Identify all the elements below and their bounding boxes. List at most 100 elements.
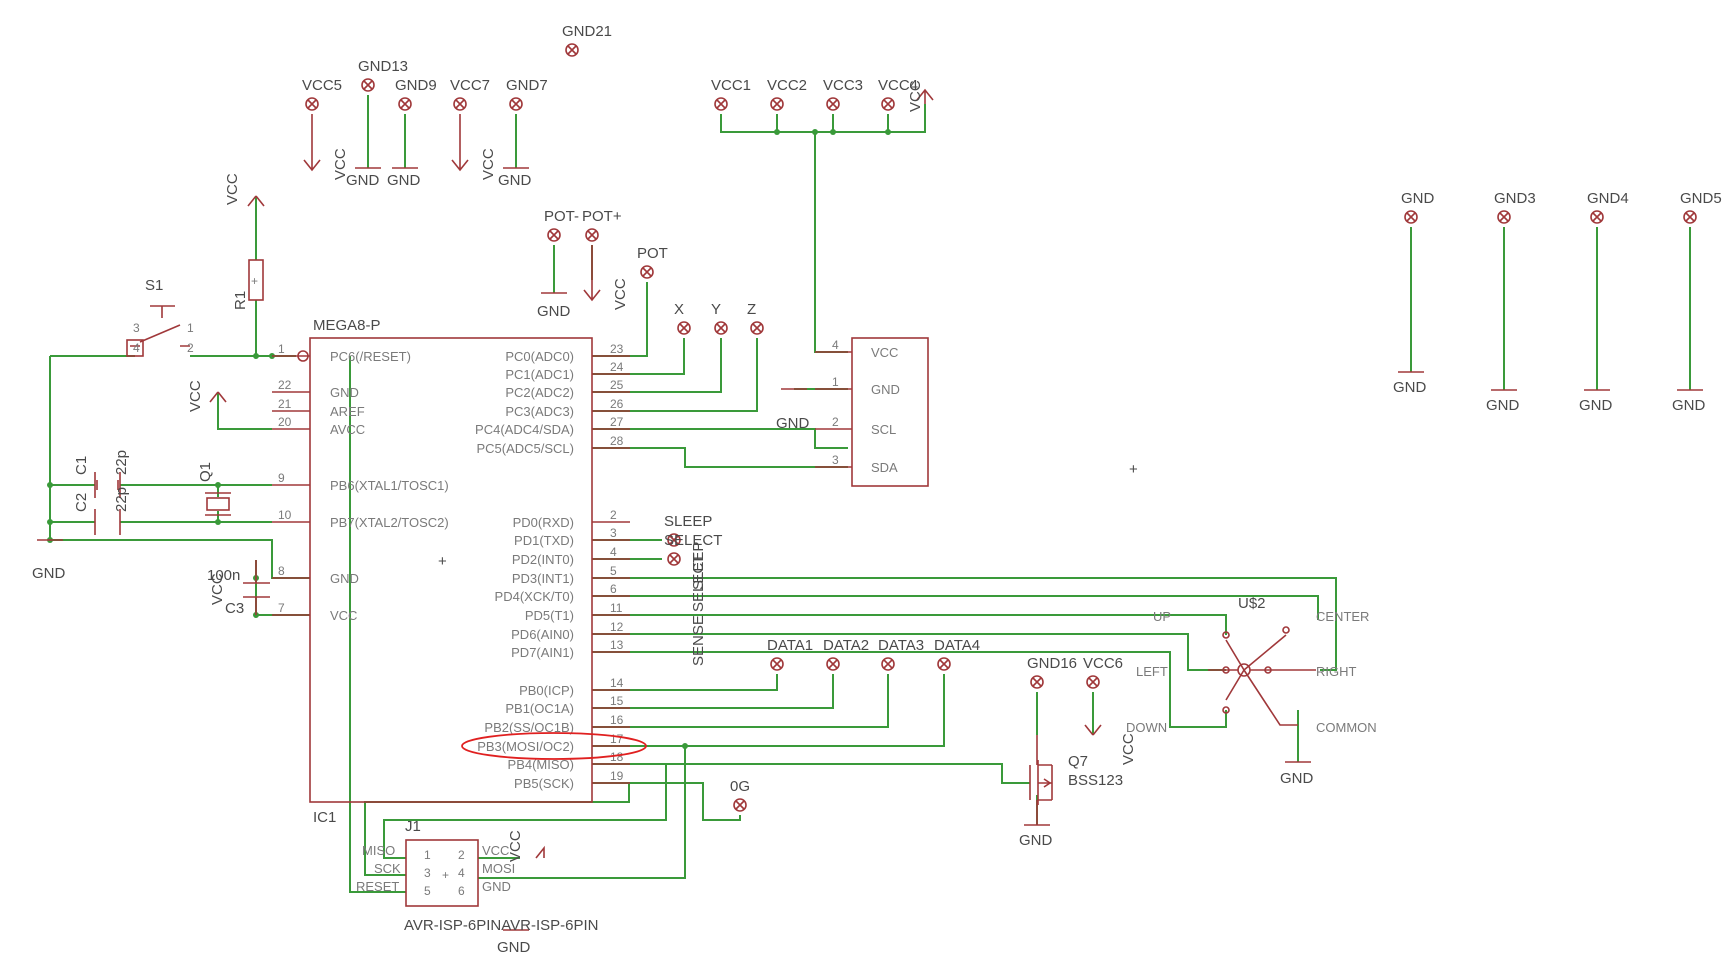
pin-name: PD0(RXD) <box>513 515 574 530</box>
gnd-label: GND <box>537 303 571 320</box>
isp-pin-number: 6 <box>458 884 465 898</box>
c3-capacitor: 100n C3 <box>207 560 270 617</box>
pad-gnd16: GND16 <box>1027 655 1077 689</box>
pin-name: PC1(ADC1) <box>505 367 574 382</box>
pin-number: 16 <box>610 713 624 727</box>
supply-labels: GND GND GND GND GND GND GND GND GND GND … <box>32 80 1706 953</box>
pad-z: Z <box>747 301 764 335</box>
pad-gnd9: GND9 <box>395 77 437 111</box>
pad-vcc7: VCC7 <box>450 77 490 111</box>
pin-number: 22 <box>278 378 292 392</box>
vcc-label: VCC <box>907 80 924 112</box>
gnd-label: GND <box>346 172 380 189</box>
pin-name: PD3(INT1) <box>512 571 574 586</box>
pad-label: X <box>674 301 684 318</box>
pin-name: PB2(SS/OC1B) <box>484 720 574 735</box>
joy-down: DOWN <box>1126 720 1167 735</box>
gnd-label: GND <box>32 565 66 582</box>
c2-capacitor: C2 22p <box>73 487 130 535</box>
pad-label: DATA4 <box>934 637 980 654</box>
pad-vcc3: VCC3 <box>823 77 863 111</box>
pad-x: X <box>674 301 691 335</box>
pin-name: PC6(/RESET) <box>330 349 411 364</box>
pad-label: VCC1 <box>711 77 751 94</box>
isp-gnd: GND <box>482 879 511 894</box>
s1-ref: S1 <box>145 277 163 294</box>
pad-label: SLEEP <box>664 513 712 530</box>
q1-ref: Q1 <box>197 462 214 482</box>
pin-name: PB5(SCK) <box>514 776 574 791</box>
pin-name: GND <box>871 382 900 397</box>
gnd-label: GND <box>1393 379 1427 396</box>
pin-name: PC4(ADC4/SDA) <box>475 422 574 437</box>
c3-value: 100n <box>207 567 240 584</box>
pad-label: GND9 <box>395 77 437 94</box>
gnd-label: GND <box>1019 832 1053 849</box>
s1-switch: S1 3 1 4 2 <box>126 277 194 357</box>
pad-label: GND16 <box>1027 655 1077 672</box>
pad-label: GND21 <box>562 23 612 40</box>
pin-number: 21 <box>278 397 292 411</box>
pad-gnd3: GND3 <box>1494 190 1536 224</box>
r1-ref: R1 <box>232 291 249 310</box>
pin-name: PD6(AIN0) <box>511 627 574 642</box>
pin-number: 24 <box>610 360 624 374</box>
pad-label: VCC5 <box>302 77 342 94</box>
pad-gnd4: GND4 <box>1587 190 1629 224</box>
vcc-label: VCC <box>224 173 241 205</box>
pin-name: PC2(ADC2) <box>505 385 574 400</box>
pin-number: 19 <box>610 769 624 783</box>
c3-ref: C3 <box>225 600 244 617</box>
gnd-label: GND <box>1672 397 1706 414</box>
isp-pin-number: 5 <box>424 884 431 898</box>
pin-name: VCC <box>871 345 898 360</box>
pad-og: 0G <box>730 778 750 812</box>
pin-name: PB4(MISO) <box>508 757 574 772</box>
supply-symbols <box>37 88 1703 931</box>
c1-capacitor: C1 22p <box>73 450 130 498</box>
isp-mosi: MOSI <box>482 861 515 876</box>
c2-value: 22p <box>113 487 130 512</box>
gnd-label: GND <box>776 415 810 432</box>
pad-vcc4: VCC4 <box>878 77 918 111</box>
pad-label: GND7 <box>506 77 548 94</box>
ic1-name: MEGA8-P <box>313 317 381 334</box>
pin-name: VCC <box>330 608 357 623</box>
pad-sleep: SLEEP <box>664 513 712 547</box>
pad-gnd13: GND13 <box>358 58 408 92</box>
pin-number: 23 <box>610 342 624 356</box>
pad-label: POT <box>637 245 668 262</box>
pin-name: PD1(TXD) <box>514 533 574 548</box>
pad-select: SELECT <box>664 532 722 566</box>
q7-ref: Q7 <box>1068 753 1088 770</box>
pin-number: 17 <box>610 732 624 746</box>
joystick-switch: U$2 UP CENTER LEFT RIGHT DOWN COMMON <box>1126 595 1377 735</box>
pin-name: GND <box>330 385 359 400</box>
pin-number: 15 <box>610 694 624 708</box>
pad-label: GND3 <box>1494 190 1536 207</box>
pad-label: VCC7 <box>450 77 490 94</box>
